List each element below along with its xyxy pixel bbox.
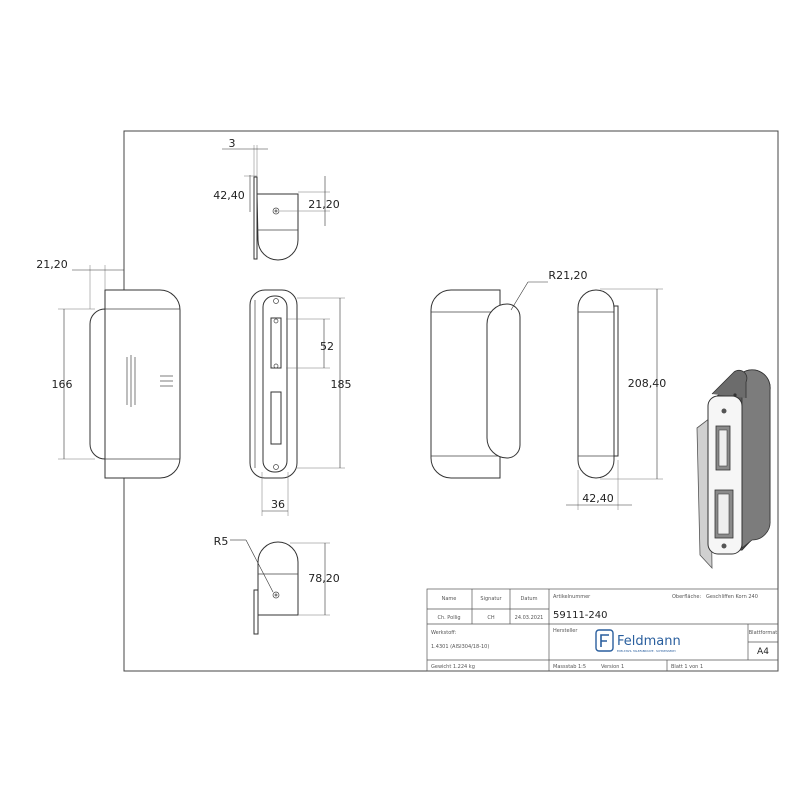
left-side-view: [58, 265, 181, 479]
title-weight: Gewicht 1.224 kg: [431, 664, 475, 670]
title-signature-header: Signatur: [480, 596, 502, 602]
dim-front-height: 185: [331, 378, 352, 391]
title-article-label: Artikelnummer: [553, 594, 591, 600]
title-article-number: 59111-240: [553, 610, 608, 621]
dim-bottom-height: 78,20: [308, 572, 340, 585]
dim-left-height: 166: [52, 378, 73, 391]
title-block: [426, 588, 779, 672]
dim-right-width: 42,40: [582, 492, 614, 505]
dim-bottom-radius: R5: [214, 535, 229, 548]
brand-name: Feldmann: [617, 634, 681, 649]
dim-radius-side: R21,20: [548, 269, 587, 282]
title-signature: CH: [487, 615, 494, 621]
dim-top-height: 42,40: [213, 189, 245, 202]
title-surface-value: Geschliffen Korn 240: [706, 594, 758, 600]
dim-top-thickness: 3: [229, 137, 236, 150]
title-format-label: Blattformat: [749, 630, 778, 636]
title-drawn-by: Ch. Pollig: [437, 615, 460, 621]
title-manufacturer-label: Hersteller: [553, 628, 578, 634]
dim-top-hole: 21,20: [308, 198, 340, 211]
title-surface-label: Oberfläche:: [672, 594, 701, 600]
title-name-header: Name: [442, 596, 457, 602]
title-scale: Massstab 1:5: [553, 664, 586, 670]
title-date-header: Datum: [521, 596, 538, 602]
front-view: [249, 289, 345, 516]
radius-side-view: [430, 281, 548, 479]
title-material-label: Werkstoff:: [431, 630, 457, 636]
title-date: 24.03.2021: [515, 615, 544, 621]
top-view: [222, 145, 330, 261]
feldmann-logo: [595, 629, 614, 652]
brand-tagline: EDELSTAHL HALBFABRIKATE · SCHWEISSEREI: [617, 649, 676, 653]
title-version: Version 1: [601, 664, 624, 670]
title-material-value: 1.4301 (AISI304/18-10): [431, 644, 489, 650]
dim-right-height: 208,40: [628, 377, 667, 390]
title-sheet: Blatt 1 von 1: [671, 664, 703, 670]
right-side-view: [566, 288, 663, 510]
bottom-view: [230, 539, 330, 635]
dim-left-width: 21,20: [36, 258, 68, 271]
isometric-view: [696, 369, 771, 570]
title-format-value: A4: [757, 647, 769, 657]
dim-front-width: 36: [271, 498, 285, 511]
dim-front-slot: 52: [320, 340, 334, 353]
